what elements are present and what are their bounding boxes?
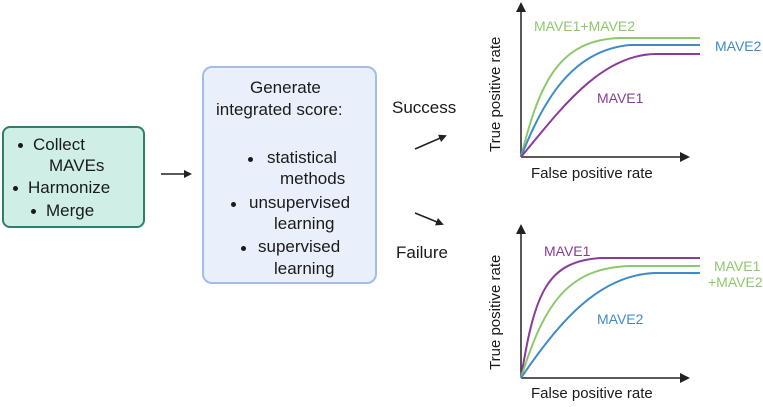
failure-xlabel: False positive rate xyxy=(531,385,653,402)
bullet xyxy=(248,157,253,162)
method-supervised: supervised xyxy=(258,237,341,256)
list-item: Collect xyxy=(18,135,85,155)
method-supervised: learning xyxy=(274,259,335,278)
failure-curve-mave1 xyxy=(520,257,700,379)
arrow-to-failure xyxy=(414,212,444,226)
success-curve-mave1 xyxy=(520,53,700,158)
collect-mave-box: Collect MAVEs Harmonize Merge xyxy=(2,126,145,228)
arrow-to-success xyxy=(414,134,447,150)
method-unsupervised: learning xyxy=(274,214,335,233)
failure-label-mave2: MAVE2 xyxy=(597,311,644,327)
success-label: Success xyxy=(392,98,457,117)
method-unsupervised: unsupervised xyxy=(249,193,351,212)
score-box-title: Generate xyxy=(250,78,321,97)
success-label-combined: MAVE1+MAVE2 xyxy=(534,18,636,34)
success-ylabel: True positive rate xyxy=(487,36,504,152)
list-item: Merge xyxy=(31,201,94,221)
success-curve-mave2 xyxy=(520,44,700,158)
method-statistical: methods xyxy=(280,169,346,188)
failure-curve-combined xyxy=(520,265,700,379)
integrated-score-box: Generate integrated score: statistical m… xyxy=(202,66,377,284)
bullet xyxy=(231,202,236,207)
success-curve-combined xyxy=(520,37,700,158)
bullet xyxy=(241,246,246,251)
failure-label-combined: MAVE1 xyxy=(714,258,761,274)
list-item-continuation: MAVEs xyxy=(49,156,105,175)
failure-label-mave1: MAVE1 xyxy=(544,243,591,259)
list-item: Harmonize xyxy=(13,178,110,198)
failure-ylabel: True positive rate xyxy=(487,254,504,370)
failure-label: Failure xyxy=(396,243,448,262)
success-label-mave1: MAVE1 xyxy=(597,90,644,106)
score-box-title: integrated score: xyxy=(216,100,343,119)
failure-curve-mave2 xyxy=(520,272,700,379)
success-label-mave2: MAVE2 xyxy=(715,38,762,54)
success-xlabel: False positive rate xyxy=(531,165,653,182)
failure-label-combined: +MAVE2 xyxy=(708,274,763,290)
method-statistical: statistical xyxy=(267,148,337,167)
